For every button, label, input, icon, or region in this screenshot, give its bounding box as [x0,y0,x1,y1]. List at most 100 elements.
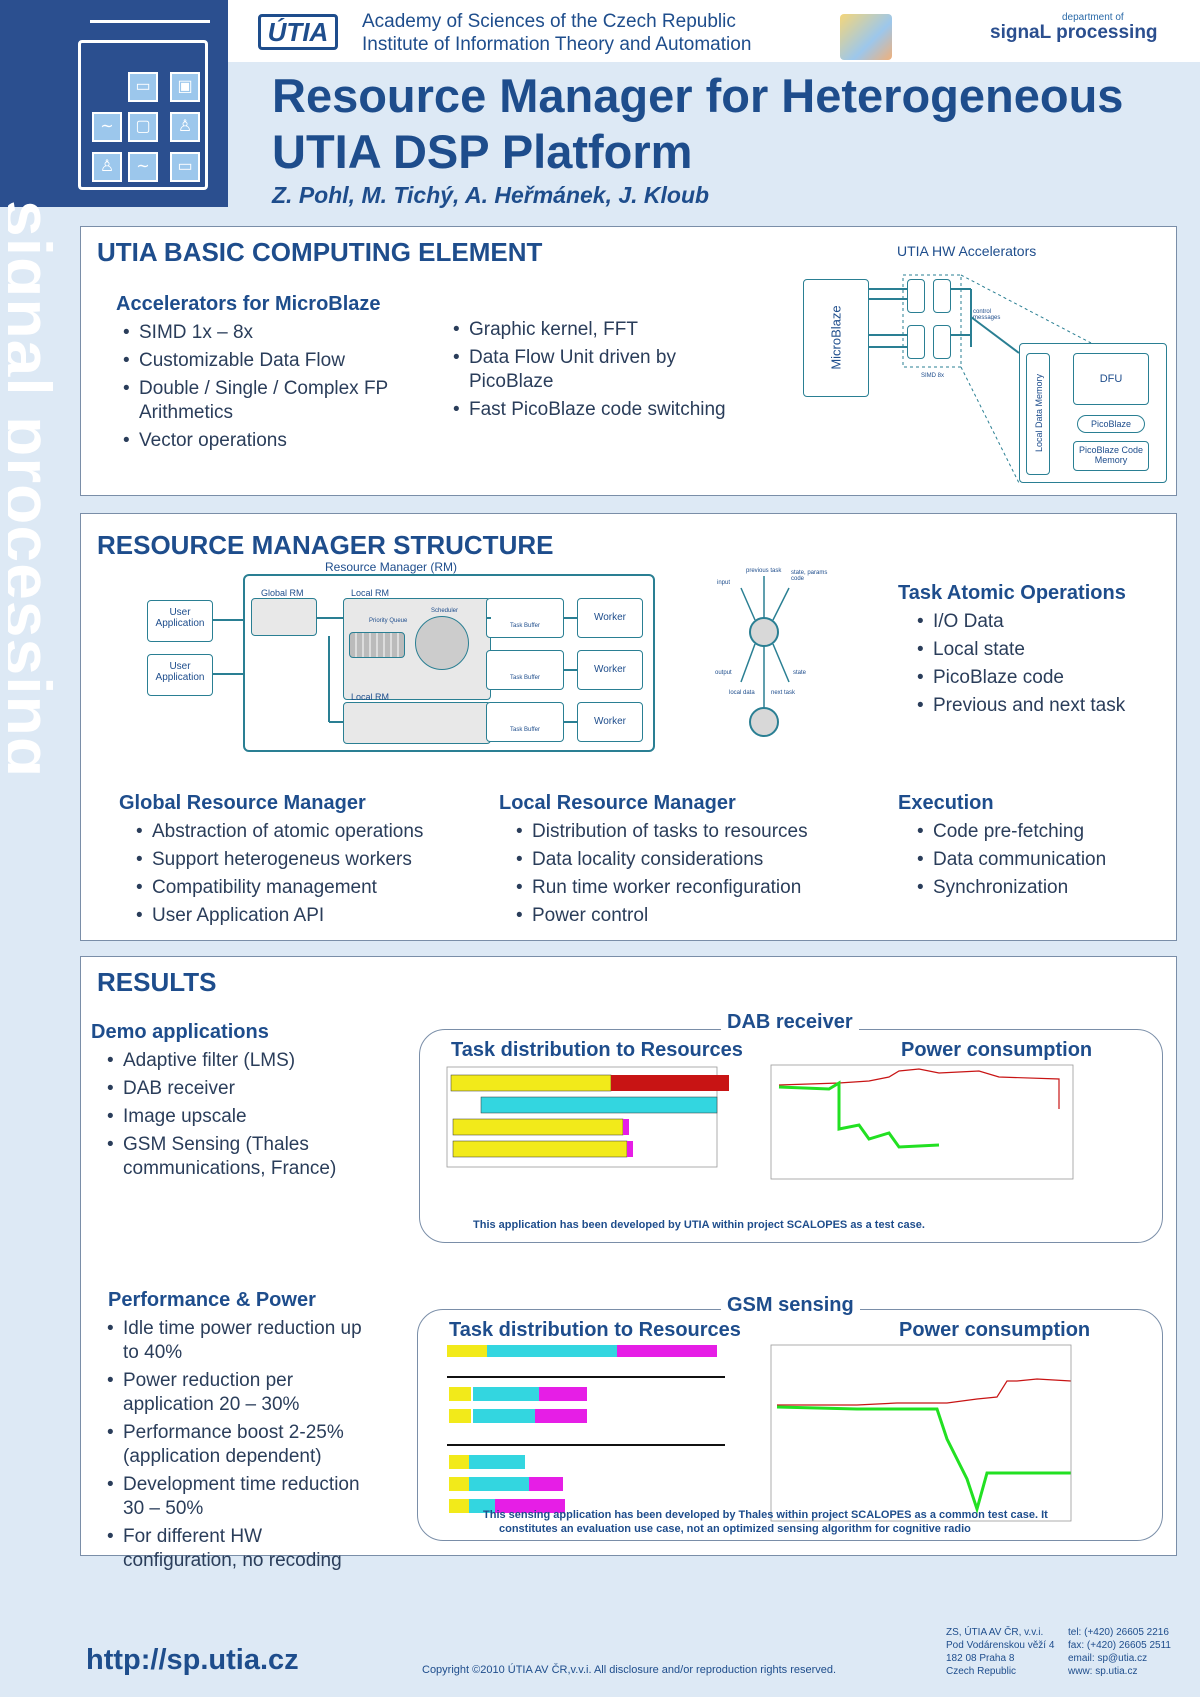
local-data-memory-block: Local Data Memory [1026,353,1050,475]
laptop-icon: ▭ [128,72,158,102]
simd-unit [907,325,925,359]
list-item: Performance boost 2-25% (application dep… [107,1421,367,1469]
simd-unit [933,279,951,313]
power-line-red [777,1378,1072,1406]
power-line-green [776,1405,1071,1515]
global-rm-list: Abstraction of atomic operations Support… [136,820,456,932]
gantt-bar [495,1499,565,1513]
local-rm-list: Distribution of tasks to resources Data … [516,820,846,932]
title-line-1: Resource Manager for Heterogeneous [272,69,1124,122]
worker-block: Worker [577,650,643,690]
section-title: RESOURCE MANAGER STRUCTURE [97,530,554,560]
gantt-bar [449,1387,471,1401]
gsm-power-title: Power consumption [899,1319,1091,1341]
picoblaze-block: PicoBlaze [1077,415,1145,433]
right-bullet-list: Graphic kernel, FFT Data Flow Unit drive… [453,318,753,426]
dab-power-title: Power consumption [901,1039,1093,1061]
list-item: GSM Sensing (Thales communications, Fran… [107,1133,367,1181]
dfu-block: DFU [1073,353,1149,405]
dept-label-big: signaL processing [990,22,1158,43]
left-bullet-list: SIMD 1x – 8x Customizable Data Flow Doub… [123,321,403,457]
address-line: 182 08 Praha 8 [946,1653,1015,1664]
simd-unit [907,279,925,313]
list-item: Development time reduction 30 – 50% [107,1473,367,1521]
sidebar-word: signal processing [8,200,64,779]
header-bar [228,0,1200,62]
flow-label: previous task [746,568,782,574]
gantt-bar [469,1455,525,1469]
execution-list: Code pre-fetching Data communication Syn… [917,820,1167,904]
simd-label: SIMD 8x [921,373,945,379]
list-item: Previous and next task [917,694,1167,718]
flow-label: input [717,580,731,586]
gantt-bar [473,1387,539,1401]
chip-icon [78,40,208,190]
gantt-bar [449,1477,469,1491]
task-buffer-block: Task Buffer [486,650,564,690]
list-item: For different HW configuration, no recod… [107,1525,367,1573]
wave-icon: ∼ [92,112,122,142]
microblaze-block: MicroBlaze [803,279,869,397]
list-item: Data communication [917,848,1167,872]
list-item: SIMD 1x – 8x [123,321,403,345]
footer-url-link[interactable]: http://sp.utia.cz [86,1644,299,1676]
rm-connectors [213,576,790,737]
list-item: Double / Single / Complex FP Arithmetics [123,377,403,425]
power-line-red [778,1068,1060,1109]
hw-diagram-title: UTIA HW Accelerators [897,243,1037,259]
local-rm-label: Local RM [351,692,390,702]
scheduler-block [415,616,469,670]
subheading: Accelerators for MicroBlaze [116,293,381,315]
academy-name: Academy of Sciences of the Czech Republi… [362,10,751,56]
gsm-title: GSM sensing [721,1294,860,1317]
list-item: Power control [516,904,846,928]
simd-unit [933,325,951,359]
chip-small-icon: ▣ [170,72,200,102]
list-item: Fast PicoBlaze code switching [453,398,753,422]
flow-label: state [793,670,807,676]
gantt-bar [623,1119,629,1135]
gantt-bar [473,1409,535,1423]
flow-label: output [715,670,732,676]
flow-label: state, params code [791,570,828,582]
list-item: I/O Data [917,610,1167,634]
sidebar-watermark: signal processing [8,200,64,840]
panel-computing-element: UTIA BASIC COMPUTING ELEMENT Accelerator… [80,226,1177,496]
panel-results: RESULTS Demo applications Adaptive filte… [80,956,1177,1571]
scheduler-label: Scheduler [431,608,459,614]
gantt-bar [469,1477,529,1491]
panel-rm-structure: RESOURCE MANAGER STRUCTURE Resource Mana… [80,513,1177,941]
gantt-bar [611,1075,729,1091]
subheading: Local Resource Manager [499,792,736,814]
gsm-note-line-1: This sensing application has been develo… [483,1509,1048,1521]
person-icon: ♙ [92,152,122,182]
contact-line: www: sp.utia.cz [1068,1666,1138,1677]
rm-label: Resource Manager (RM) [325,560,458,574]
list-item: DAB receiver [107,1077,367,1101]
task-buffer-block: Task Buffer [486,702,564,742]
address-line: Czech Republic [946,1666,1017,1677]
title-line-2: UTIA DSP Platform [272,125,693,178]
priority-queue-block [349,632,405,658]
list-item: Customizable Data Flow [123,349,403,373]
contact-line: fax: (+420) 26605 2511 [1068,1640,1171,1651]
section-title: UTIA BASIC COMPUTING ELEMENT [97,237,543,267]
gantt-bar [535,1409,587,1423]
academy-line-2: Institute of Information Theory and Auto… [362,34,752,55]
list-item: Data Flow Unit driven by PicoBlaze [453,346,753,394]
dept-label-small: department of [1062,12,1124,23]
perf-list: Idle time power reduction up to 40% Powe… [107,1317,367,1577]
gantt-bar [447,1345,487,1357]
list-item: Graphic kernel, FFT [453,318,753,342]
copyright: Copyright ©2010 ÚTIA AV ČR,v.v.i. All di… [422,1664,837,1676]
priority-queue-label: Priority Queue [369,618,408,624]
subheading: Task Atomic Operations [898,582,1126,604]
local-rm-block [343,702,491,744]
list-item: Distribution of tasks to resources [516,820,846,844]
laptop-icon: ▭ [170,152,200,182]
list-item: User Application API [136,904,456,928]
chip-small-icon: ▢ [128,112,158,142]
address-line: ZS, ÚTIA AV ČR, v.v.i. [946,1627,1044,1638]
list-item: Compatibility management [136,876,456,900]
gantt-bar [452,1118,624,1136]
